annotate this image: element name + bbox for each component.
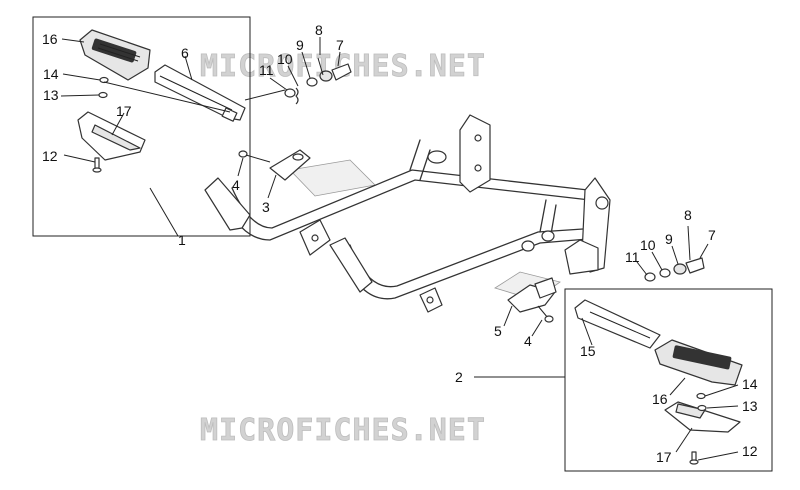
callout-13-right: 13 bbox=[742, 398, 758, 414]
footpeg-bar-right-15 bbox=[574, 299, 661, 349]
pivot-pin-set-lower bbox=[644, 225, 705, 282]
callout-5: 5 bbox=[494, 323, 502, 339]
screw-right-12 bbox=[689, 451, 699, 465]
callout-12-left: 12 bbox=[42, 148, 58, 164]
callout-14-left: 14 bbox=[43, 66, 59, 82]
callout-7-lower: 7 bbox=[708, 227, 716, 243]
callout-4-upper: 4 bbox=[232, 177, 240, 193]
left-footrest-assembly-box bbox=[32, 16, 251, 237]
screw-left-12 bbox=[92, 157, 102, 173]
callout-1: 1 bbox=[178, 232, 186, 248]
callout-9-upper: 9 bbox=[296, 37, 304, 53]
callout-16-right: 16 bbox=[652, 391, 668, 407]
footpeg-rubber-right-16 bbox=[654, 339, 743, 386]
callout-11-upper: 11 bbox=[259, 62, 274, 78]
callout-11-lower: 11 bbox=[625, 249, 640, 265]
bolt-4-upper bbox=[238, 150, 271, 163]
callout-10-upper: 10 bbox=[277, 51, 293, 67]
callout-10-lower: 10 bbox=[640, 237, 656, 253]
callout-14-right: 14 bbox=[742, 376, 758, 392]
callout-3: 3 bbox=[262, 199, 270, 215]
callout-9-lower: 9 bbox=[665, 231, 673, 247]
callout-12-right: 12 bbox=[742, 443, 758, 459]
callout-17-right: 17 bbox=[656, 449, 672, 465]
callout-7-upper: 7 bbox=[336, 37, 344, 53]
callout-4-lower: 4 bbox=[524, 333, 532, 349]
bolt-4-lower bbox=[537, 305, 554, 323]
mounting-plate-5 bbox=[507, 277, 557, 313]
callout-8-lower: 8 bbox=[684, 207, 692, 223]
watermark-bottom: MICROFICHES.NET bbox=[200, 413, 486, 448]
footpeg-bar-left bbox=[154, 64, 246, 122]
washer-right-13 bbox=[697, 404, 707, 412]
washer-right-14 bbox=[696, 392, 706, 400]
callout-2: 2 bbox=[455, 369, 463, 385]
washer-left-13 bbox=[98, 91, 108, 99]
leader-lines bbox=[60, 37, 739, 461]
mounting-plate-3 bbox=[269, 149, 311, 181]
callout-8-upper: 8 bbox=[315, 22, 323, 38]
callout-6: 6 bbox=[181, 45, 189, 61]
callout-17-left: 17 bbox=[116, 103, 132, 119]
callout-15: 15 bbox=[580, 343, 596, 359]
right-footrest-assembly-box bbox=[564, 288, 773, 472]
callout-16-left: 16 bbox=[42, 31, 58, 47]
footpeg-rubber-left bbox=[79, 29, 151, 81]
callout-labels: 16 6 14 13 17 12 1 4 3 8 9 7 10 11 8 9 7… bbox=[42, 22, 758, 465]
callout-13-left: 13 bbox=[43, 87, 59, 103]
washer-left-14 bbox=[99, 76, 109, 84]
footpeg-bracket-right-17 bbox=[664, 401, 741, 433]
footpeg-bracket-left bbox=[77, 111, 146, 161]
pivot-pin-set-upper bbox=[284, 57, 352, 105]
